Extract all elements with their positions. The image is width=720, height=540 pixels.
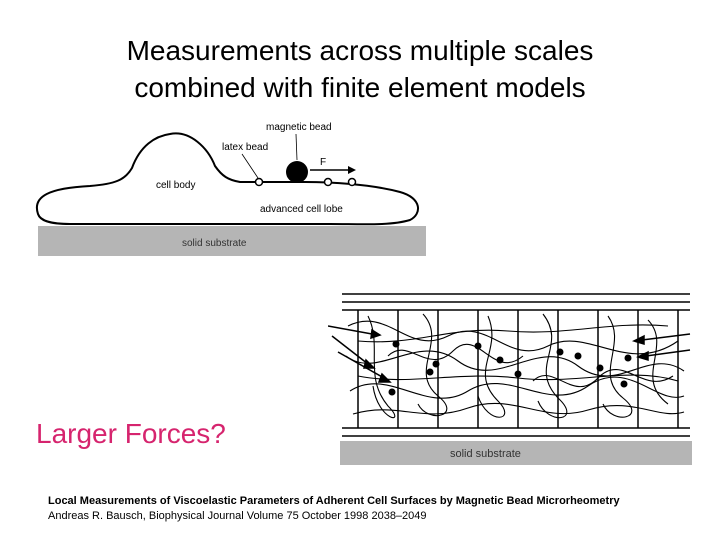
network-arrows [328,325,691,383]
latex-bead-1 [254,177,264,187]
citation-authors: Andreas R. Bausch, Biophysical Journal V… [48,510,427,522]
force-label: F [320,157,326,168]
title-line-1: Measurements across multiple scales [126,35,594,66]
network-diagram: solid substrate [328,293,692,465]
cell-body-label: cell body [156,180,195,191]
cell-substrate-label: solid substrate [182,238,247,249]
cell-outline [35,132,419,226]
network-substrate-label: solid substrate [450,448,521,460]
magnetic-bead-label: magnetic bead [266,122,332,133]
network-nodes [388,340,632,396]
cell-lobe-label: advanced cell lobe [260,204,343,215]
network-filaments [345,313,685,419]
latex-bead-leader [241,153,259,179]
latex-bead-label: latex bead [222,142,268,153]
cell-diagram: solid substrate F magnetic bead latex be… [35,122,426,256]
magnetic-bead-leader [295,133,298,161]
force-arrow-head [348,166,356,174]
citation: Local Measurements of Viscoelastic Param… [48,494,620,524]
magnetic-bead [286,161,308,183]
slide-title: Measurements across multiple scales comb… [0,32,720,106]
latex-bead-3 [347,177,357,187]
title-line-2: combined with finite element models [134,72,586,103]
cell-substrate [38,226,426,256]
callout-text: Larger Forces? [36,418,226,449]
latex-bead-2 [323,177,333,187]
citation-title: Local Measurements of Viscoelastic Param… [48,495,620,507]
network-substrate [340,441,692,465]
